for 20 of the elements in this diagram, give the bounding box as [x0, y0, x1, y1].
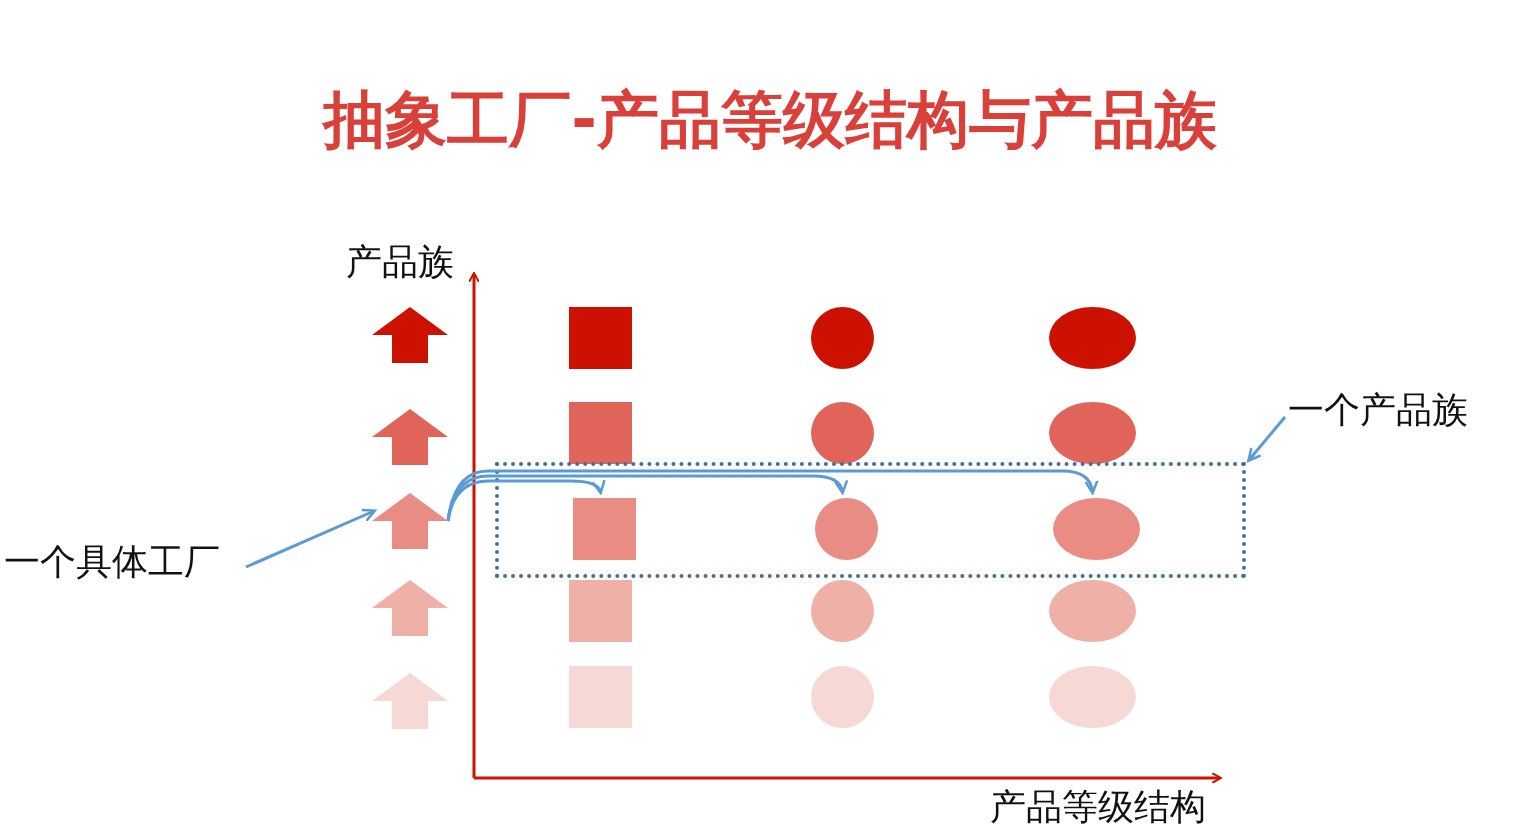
title: 抽象工厂-产品等级结构与产品族 — [320, 82, 1218, 158]
square-shape — [569, 307, 632, 369]
up-arrow-shape — [372, 493, 448, 549]
axis-label: 产品等级结构 — [990, 787, 1206, 827]
up-arrow-shape — [372, 307, 448, 363]
square-shape — [569, 402, 632, 464]
axis-label: 产品族 — [346, 242, 454, 282]
leader-arrow — [245, 508, 377, 569]
curved-arrow — [446, 469, 1098, 522]
dotted-frame — [495, 462, 1246, 578]
up-arrow-shape — [372, 673, 448, 729]
callout-text: 一个产品族 — [1288, 390, 1493, 436]
square-shape — [573, 498, 636, 560]
up-arrow-shape — [372, 409, 448, 465]
square-shape — [569, 666, 632, 728]
leader-arrow — [1247, 416, 1287, 462]
circle-shape — [811, 402, 874, 464]
up-arrow-shape — [372, 580, 448, 636]
square-shape — [569, 580, 632, 642]
callout-text: 一个具体工厂 — [4, 542, 244, 588]
